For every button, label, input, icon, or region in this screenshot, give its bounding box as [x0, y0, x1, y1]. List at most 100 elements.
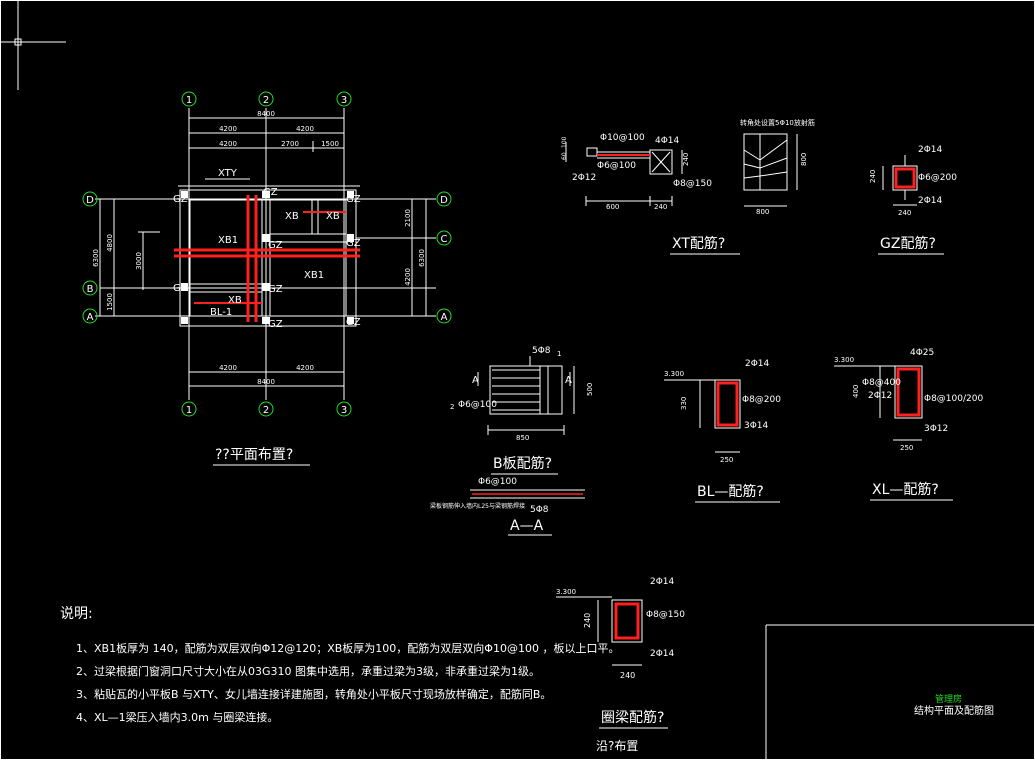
dim-bottom-total: 8400: [257, 378, 275, 386]
dim-bottom-half-1: 4200: [219, 364, 237, 372]
ql-section: [556, 596, 643, 666]
axis-label-right-a: A: [441, 312, 448, 323]
b-rebar: 5Φ8: [532, 346, 551, 356]
aa-note: 梁板钢筋伸入墙内L25与梁钢筋焊接: [430, 502, 525, 510]
axis-label-bottom-1: 1: [186, 405, 192, 416]
b-height: 500: [586, 383, 594, 396]
label-bl1: BL-1: [210, 307, 232, 318]
axis-label-top-2: 2: [263, 95, 269, 106]
axis-label-left-a: A: [87, 312, 94, 323]
bl-bottom: 3Φ14: [744, 421, 769, 431]
xt-bars-bottom: 2Φ12: [572, 173, 596, 183]
xt-dim-v1: 100: [561, 136, 568, 148]
b-sec-a-left: A: [472, 375, 479, 386]
ql-top: 2Φ14: [650, 577, 675, 587]
label-gz-right-bottom: GZ: [346, 317, 361, 328]
xt-stair-dim-v: 800: [800, 153, 808, 166]
gz-top: 2Φ14: [918, 145, 943, 155]
label-gz-mid: GZ: [268, 240, 283, 251]
xl-height: 400: [852, 385, 860, 398]
xt-section: [565, 142, 683, 206]
axis-label-right-c: C: [441, 234, 448, 245]
ql-bottom: 2Φ14: [650, 649, 675, 659]
label-xb-2: XB: [326, 211, 340, 222]
xt-stirrup: Φ6@100: [597, 161, 636, 171]
dim-top-half-2: 4200: [296, 125, 314, 133]
aa-rebar-top: Φ6@100: [478, 477, 517, 487]
label-xty: XTY: [218, 168, 238, 179]
ql-rebar: [614, 602, 640, 640]
plan-columns: [181, 191, 354, 324]
label-gz-right-top: GZ: [346, 194, 361, 205]
ql-width: 240: [620, 671, 635, 680]
xt-stair-dim-h: 800: [756, 208, 769, 216]
bl-stirrup: Φ8@200: [742, 395, 781, 405]
dim-top-sub-3: 1500: [321, 140, 339, 148]
b-num-1: 1: [557, 350, 561, 358]
note-item-1: 1、XB1板厚为 140，配筋为双层双向Φ12@120；XB板厚为100，配筋为…: [76, 641, 619, 655]
axis-label-bottom-3: 3: [341, 405, 347, 416]
xl-top: 4Φ25: [910, 348, 934, 358]
xl-elev: 3.300: [834, 356, 854, 364]
dim-left-inner-1: 4800: [106, 234, 114, 252]
note-item-3: 3、粘贴瓦的小平板B 与XTY、女儿墙连接详建施图，转角处小平板尺寸现场放样确定…: [76, 687, 551, 701]
label-gz-left-b: GZ: [173, 283, 188, 294]
dim-top-sub-2: 2700: [281, 140, 299, 148]
label-gz-bottom: GZ: [268, 319, 283, 330]
b-width: 850: [516, 434, 529, 442]
dim-bottom-half-2: 4200: [296, 364, 314, 372]
gz-rebar: [894, 167, 916, 189]
note-item-2: 2、过梁根据门窗洞口尺寸大小在从03G310 图集中选用，承重过梁为3级，非承重…: [76, 664, 540, 678]
label-gz-left-top: GZ: [173, 194, 188, 205]
ql-elev: 3.300: [556, 588, 576, 596]
bl-height: 330: [680, 397, 688, 410]
gz-bottom: 2Φ14: [918, 196, 943, 206]
dim-left-inner-2: 1500: [106, 293, 114, 311]
dim-right-inner-1: 2100: [404, 209, 412, 227]
xl-mid: 2Φ12: [868, 391, 892, 401]
dim-left-mid: 3000: [135, 252, 143, 270]
label-xb1-2: XB1: [304, 270, 324, 281]
plan-title: ??平面布置?: [215, 447, 293, 463]
xl-title: XL—配筋?: [872, 481, 939, 498]
xt-title: XT配筋?: [672, 235, 725, 252]
xl-bottom: 3Φ12: [924, 424, 948, 434]
xl-section: [834, 365, 923, 441]
label-xb-1: XB: [285, 211, 299, 222]
dim-top-sub-1: 4200: [219, 140, 237, 148]
bl-top: 2Φ14: [745, 359, 770, 369]
label-xb1-1: XB1: [218, 235, 238, 246]
floor-plan: [95, 108, 436, 400]
xl-side: Φ8@400: [862, 378, 901, 388]
label-gz-top-mid: GZ: [263, 187, 278, 198]
axis-label-right-d: D: [440, 195, 448, 206]
bl-title: BL—配筋?: [697, 483, 764, 500]
axis-label-left-d: D: [86, 195, 94, 206]
xt-stair-note: 转角处设置5Φ10放射筋: [740, 118, 815, 127]
title-block-name: 结构平面及配筋图: [914, 704, 994, 717]
b-num-2: 2: [450, 403, 454, 411]
dim-left-outer: 6300: [92, 249, 100, 267]
note-item-4: 4、XL—1梁压入墙内3.0m 与圈梁连接。: [76, 710, 278, 724]
xl-rebar: [896, 367, 921, 417]
axis-label-top-1: 1: [186, 95, 192, 106]
b-stirrup: Φ6@100: [458, 400, 497, 410]
xl-width: 250: [900, 444, 913, 452]
ql-title: 圈梁配筋?: [601, 709, 664, 726]
ql-subtitle: 沿?布置: [596, 739, 638, 753]
b-plate-section: [477, 356, 575, 435]
ucs-icon: [0, 0, 66, 90]
gz-stirrup: Φ6@200: [918, 173, 957, 183]
bl-width: 250: [720, 456, 733, 464]
label-xb-3: XB: [228, 295, 242, 306]
ql-stirrup: Φ8@150: [646, 610, 685, 620]
gz-width: 240: [898, 209, 911, 217]
bl-section: [664, 379, 741, 453]
ql-height: 240: [583, 613, 592, 628]
xl-stirrup: Φ8@100/200: [924, 394, 983, 404]
bl-elev: 3.300: [664, 370, 684, 378]
gz-height: 240: [869, 170, 877, 183]
xt-bars-top: 4Φ14: [655, 136, 680, 146]
bl-rebar: [716, 381, 739, 427]
